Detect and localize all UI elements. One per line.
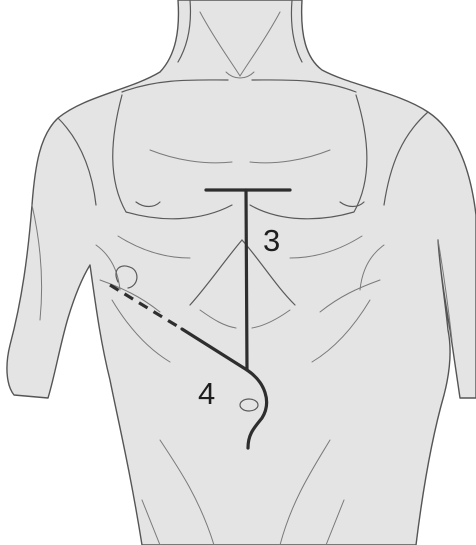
incision-3-midline bbox=[246, 190, 247, 370]
label-incision-4: 4 bbox=[198, 376, 215, 411]
label-incision-3: 3 bbox=[263, 223, 280, 258]
torso-silhouette bbox=[7, 0, 476, 545]
